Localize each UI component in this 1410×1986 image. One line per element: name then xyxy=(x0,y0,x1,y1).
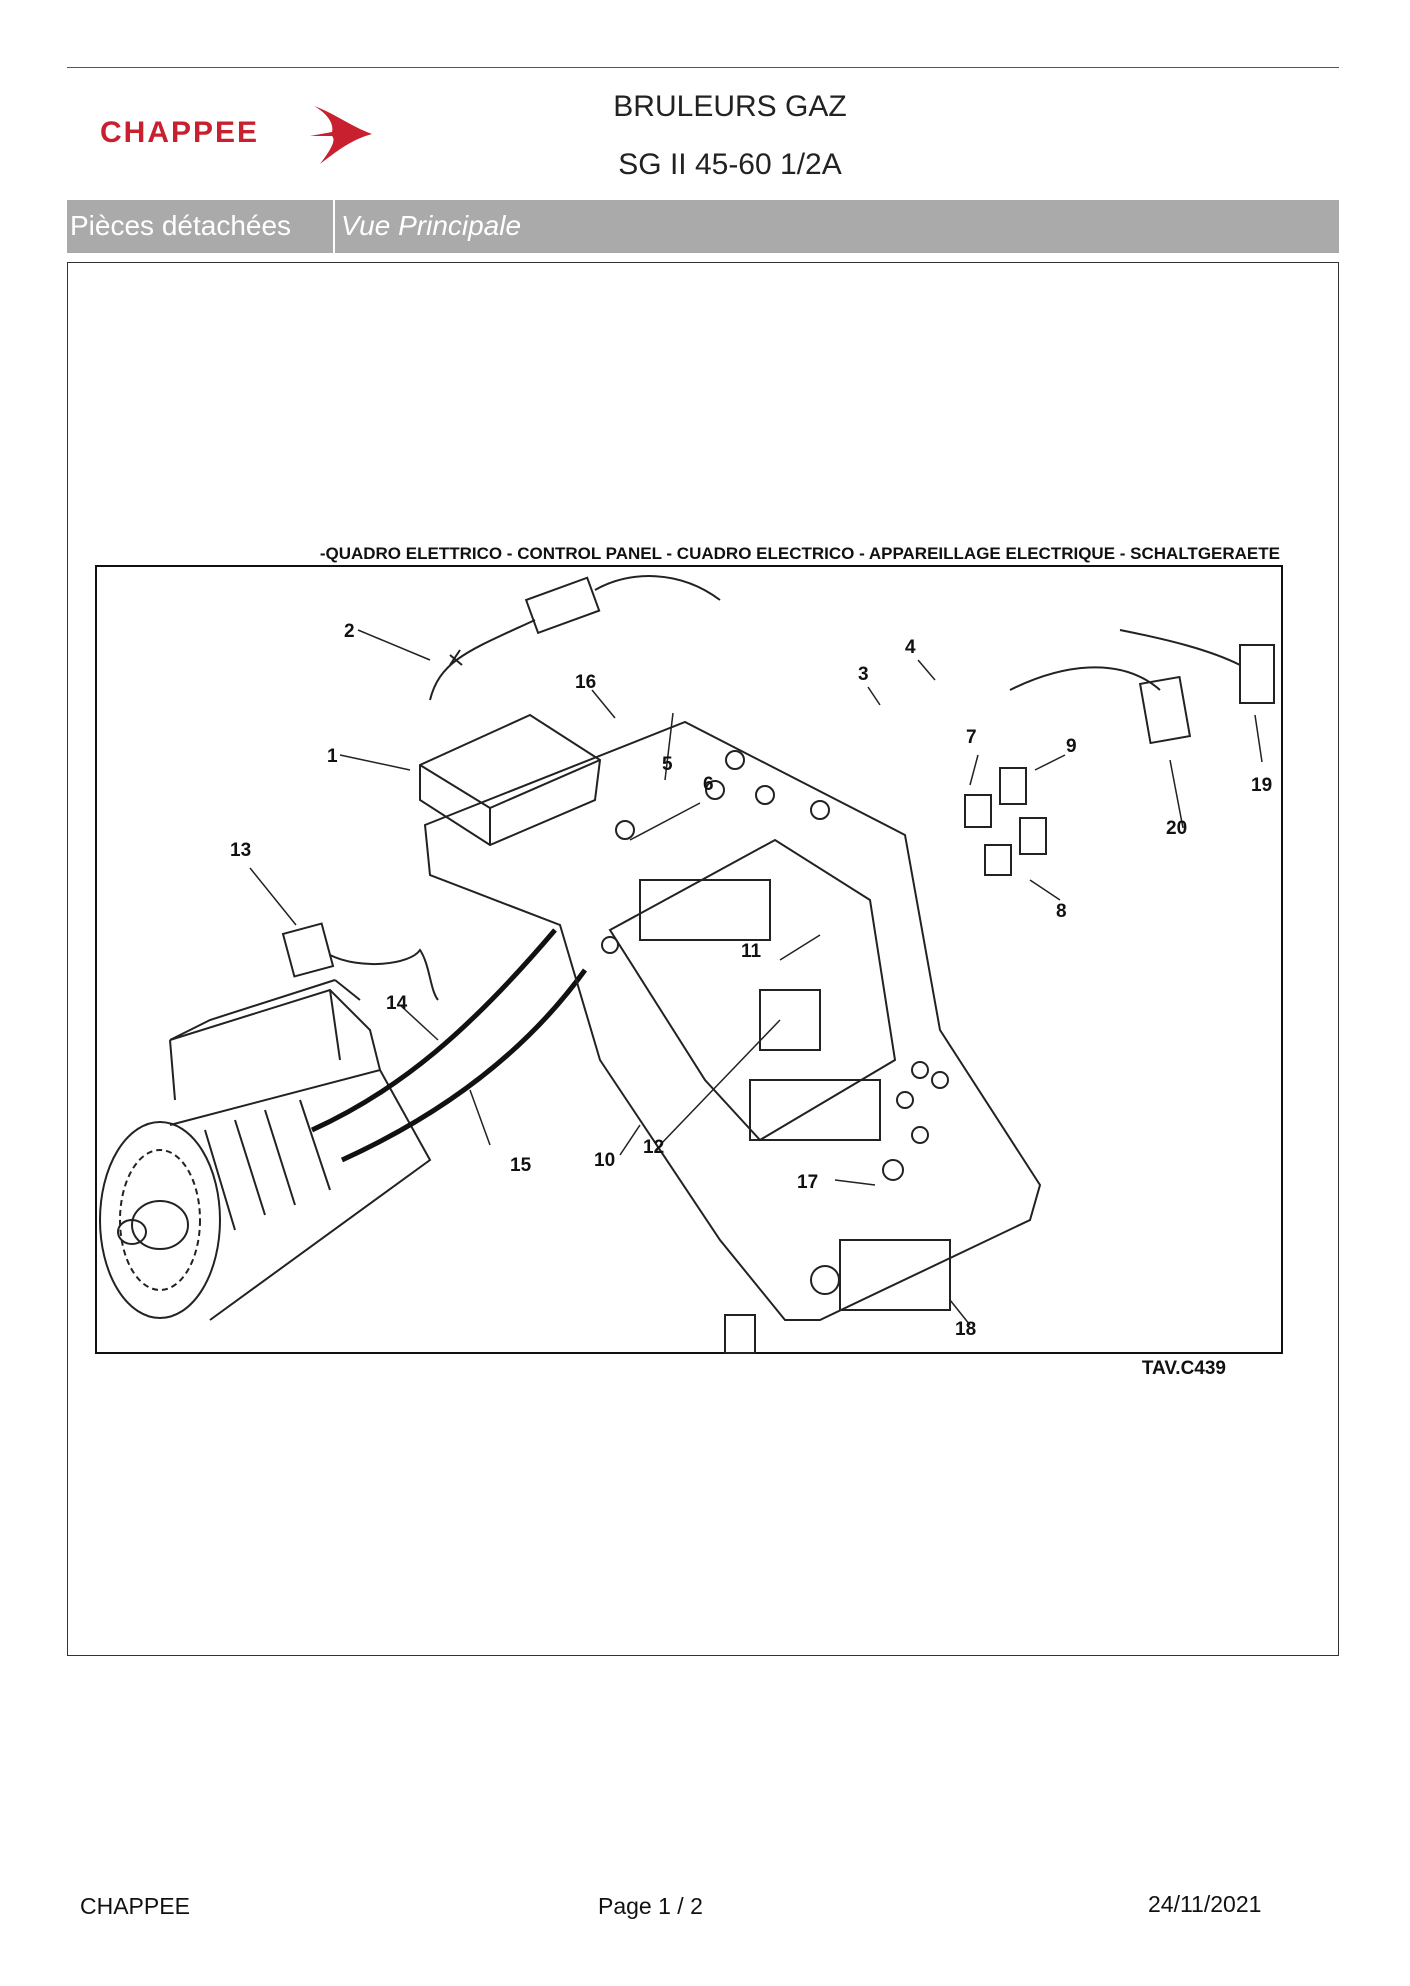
callout-label: 17 xyxy=(797,1172,818,1193)
callout-label: 3 xyxy=(858,664,869,685)
callout-label: 11 xyxy=(741,941,762,962)
gas-valve-connector xyxy=(281,922,439,1001)
callout-label: 10 xyxy=(594,1150,615,1171)
diagram-reference: TAV.C439 xyxy=(1142,1358,1226,1379)
diagram-frame xyxy=(67,262,1339,1656)
callout-labels: 1 2 3 4 5 6 7 8 9 10 11 12 13 14 15 16 1… xyxy=(230,621,1272,1340)
section-bar: Pièces détachées Vue Principale xyxy=(67,200,1339,253)
section-bar-left: Pièces détachées xyxy=(67,200,335,253)
motor xyxy=(99,979,432,1321)
callout-label: 7 xyxy=(966,727,977,748)
footer-page-number: Page 1 / 2 xyxy=(598,1893,703,1919)
motor-cables xyxy=(310,928,588,1163)
top-rule xyxy=(67,67,1339,68)
callout-label: 20 xyxy=(1166,818,1187,839)
section-label-parts: Pièces détachées xyxy=(70,210,292,241)
callout-label: 19 xyxy=(1251,775,1272,796)
callout-label: 18 xyxy=(955,1319,976,1340)
callout-label: 15 xyxy=(510,1155,532,1176)
footer-date: 24/11/2021 xyxy=(1148,1891,1262,1917)
callout-label: 16 xyxy=(575,672,596,693)
callout-label: 6 xyxy=(703,774,714,795)
callout-label: 4 xyxy=(905,637,916,658)
brand-logo: CHAPPEE xyxy=(100,100,372,170)
callout-label: 14 xyxy=(386,993,408,1014)
callout-label: 1 xyxy=(327,746,338,767)
callout-label: 2 xyxy=(344,621,355,642)
document-title: BRULEURS GAZ xyxy=(613,90,847,123)
diagram-heading: -QUADRO ELETTRICO - CONTROL PANEL - CUAD… xyxy=(320,544,1280,563)
callout-label: 9 xyxy=(1066,736,1077,757)
callout-label: 12 xyxy=(643,1137,664,1158)
control-panel-plate xyxy=(423,720,1042,1354)
callout-label: 13 xyxy=(230,840,251,861)
diagram-border xyxy=(95,565,1283,1354)
callout-label: 8 xyxy=(1056,901,1067,922)
section-label-view: Vue Principale xyxy=(341,210,522,241)
connectors xyxy=(964,629,1275,876)
ignition-transformer xyxy=(419,575,721,847)
leader-lines xyxy=(249,629,1263,1326)
document-subtitle: SG II 45-60 1/2A xyxy=(618,148,842,181)
brand-chevron-icon xyxy=(310,106,372,164)
brand-name: CHAPPEE xyxy=(100,116,260,149)
callout-label: 5 xyxy=(662,754,673,775)
footer-company: CHAPPEE xyxy=(80,1893,190,1919)
